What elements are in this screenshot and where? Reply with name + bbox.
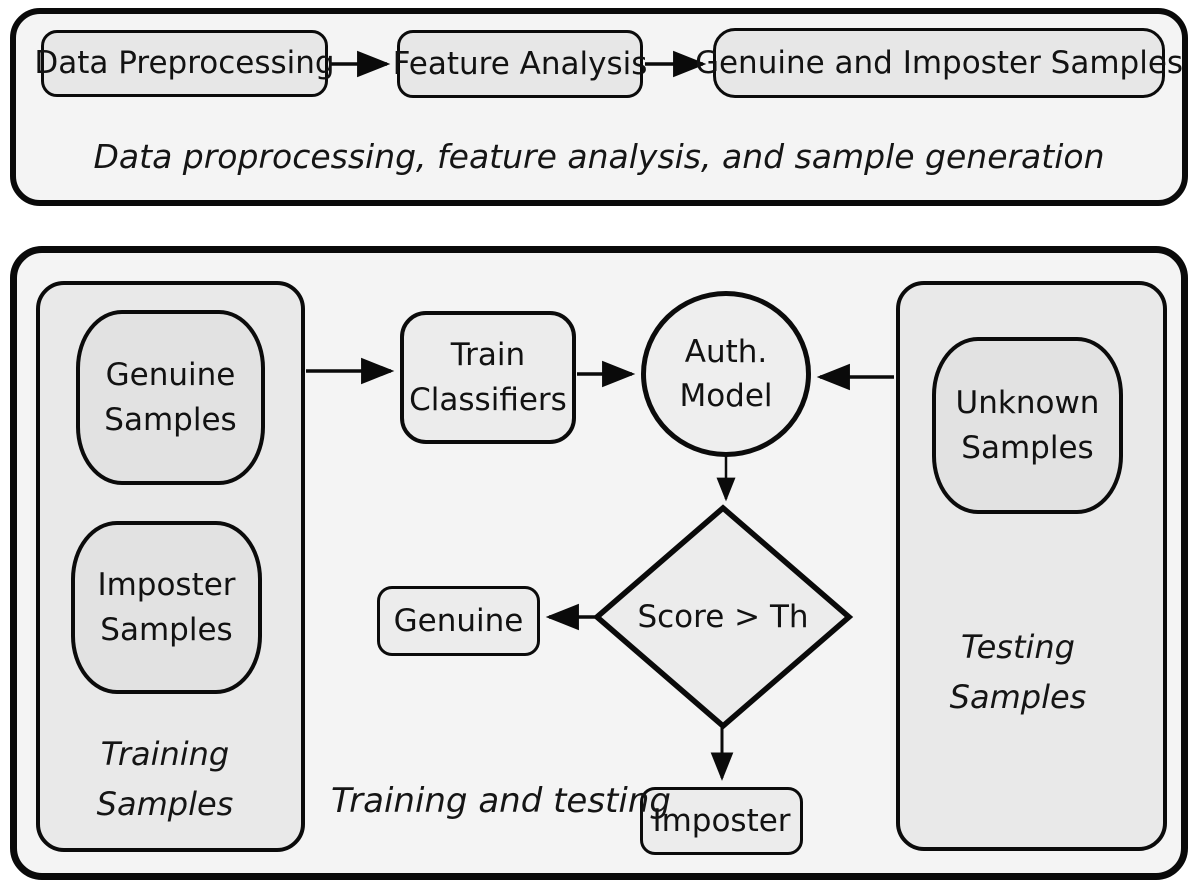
node-auth-model: Auth. Model [641,291,811,457]
node-auth-model-label: Auth. Model [679,333,773,414]
node-unknown-samples-label: Unknown Samples [955,385,1100,466]
node-genuine-samples-label: Genuine Samples [104,357,237,438]
node-train-classifiers: Train Classifiers [400,311,576,444]
node-feature-analysis-label: Feature Analysis [392,45,648,82]
node-genuine-result: Genuine [377,586,540,656]
training-samples-caption: Training Samples [96,735,234,823]
node-train-classifiers-label: Train Classifiers [409,337,567,418]
node-genuine-and-imposter-samples-label: Genuine and Imposter Samples [694,44,1184,81]
node-data-preprocessing: Data Preprocessing [34,30,335,97]
training-and-testing-caption: Training and testing [331,781,671,821]
testing-samples-caption: Testing Samples [949,628,1087,716]
decision-label: Score > Th [637,599,809,635]
node-imposter-samples-label: Imposter Samples [97,567,236,648]
node-data-preprocessing-label: Data Preprocessing [34,45,335,82]
node-feature-analysis: Feature Analysis [393,30,647,98]
node-unknown-samples: Unknown Samples [932,337,1123,514]
node-genuine-and-imposter-samples: Genuine and Imposter Samples [695,28,1183,98]
node-imposter-samples: Imposter Samples [71,521,262,694]
node-genuine-samples: Genuine Samples [76,310,265,485]
node-genuine-result-label: Genuine [393,602,524,639]
stage1-caption: Data proprocessing, feature analysis, an… [93,137,1105,176]
node-imposter-result-label: Imposter [652,802,791,839]
node-imposter-result: Imposter [640,787,803,855]
